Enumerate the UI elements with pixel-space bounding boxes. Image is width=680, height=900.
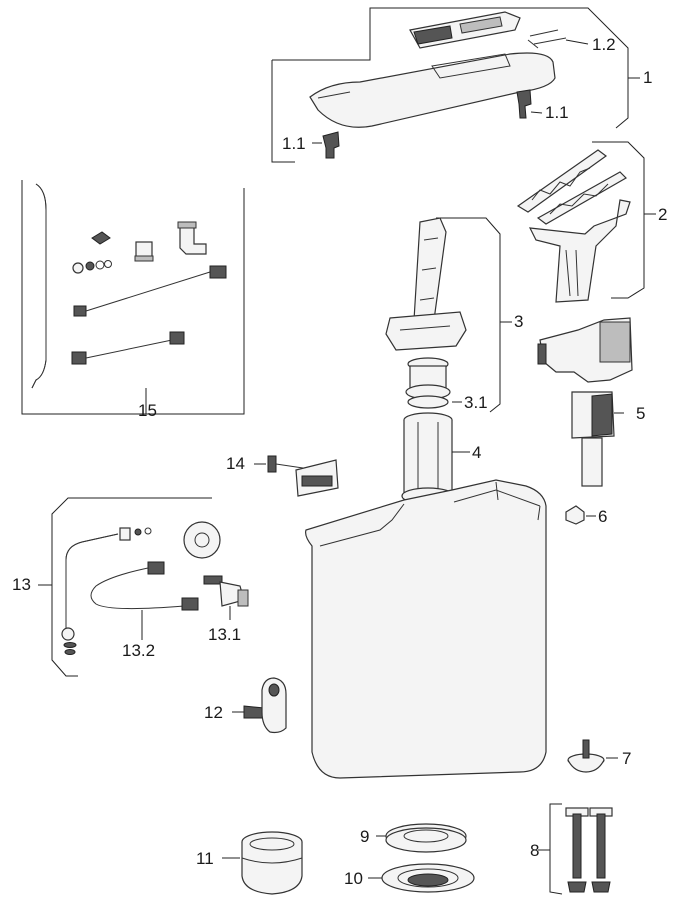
label-4: 4 <box>472 443 481 462</box>
part-9-seal <box>376 823 467 853</box>
part-13-connection-set <box>38 497 249 677</box>
label-1-1-left: 1.1 <box>282 134 306 153</box>
label-1: 1 <box>643 68 652 87</box>
label-15: 15 <box>138 401 157 420</box>
label-2: 2 <box>658 205 667 224</box>
part-5-fill-valve <box>537 317 633 487</box>
part-7-foot <box>567 739 618 773</box>
label-11: 11 <box>196 849 214 868</box>
label-12: 12 <box>204 703 223 722</box>
part-8-bolts <box>538 803 613 895</box>
label-3: 3 <box>514 312 523 331</box>
part-6-nut <box>565 505 596 525</box>
label-3-1: 3.1 <box>464 393 488 412</box>
label-13-1: 13.1 <box>208 625 241 644</box>
part-11-outlet <box>222 831 303 895</box>
label-13: 13 <box>12 575 31 594</box>
part-14-bracket <box>254 455 339 497</box>
part-3-flush-valve <box>385 217 512 413</box>
part-12-hook <box>232 677 287 734</box>
label-5: 5 <box>636 404 645 423</box>
label-7: 7 <box>622 749 631 768</box>
part-1-lid-group <box>271 7 640 163</box>
part-10-seal <box>368 863 475 893</box>
label-1-1-right: 1.1 <box>545 103 569 122</box>
label-13-2: 13.2 <box>122 641 155 660</box>
label-10: 10 <box>344 869 363 888</box>
label-9: 9 <box>360 827 369 846</box>
label-8: 8 <box>530 841 539 860</box>
part-2-lever-set <box>516 141 656 303</box>
part-15-connection-kit <box>21 180 245 415</box>
cistern-tank <box>305 479 547 779</box>
label-1-2: 1.2 <box>592 35 616 54</box>
label-14: 14 <box>226 454 245 473</box>
label-6: 6 <box>598 507 607 526</box>
